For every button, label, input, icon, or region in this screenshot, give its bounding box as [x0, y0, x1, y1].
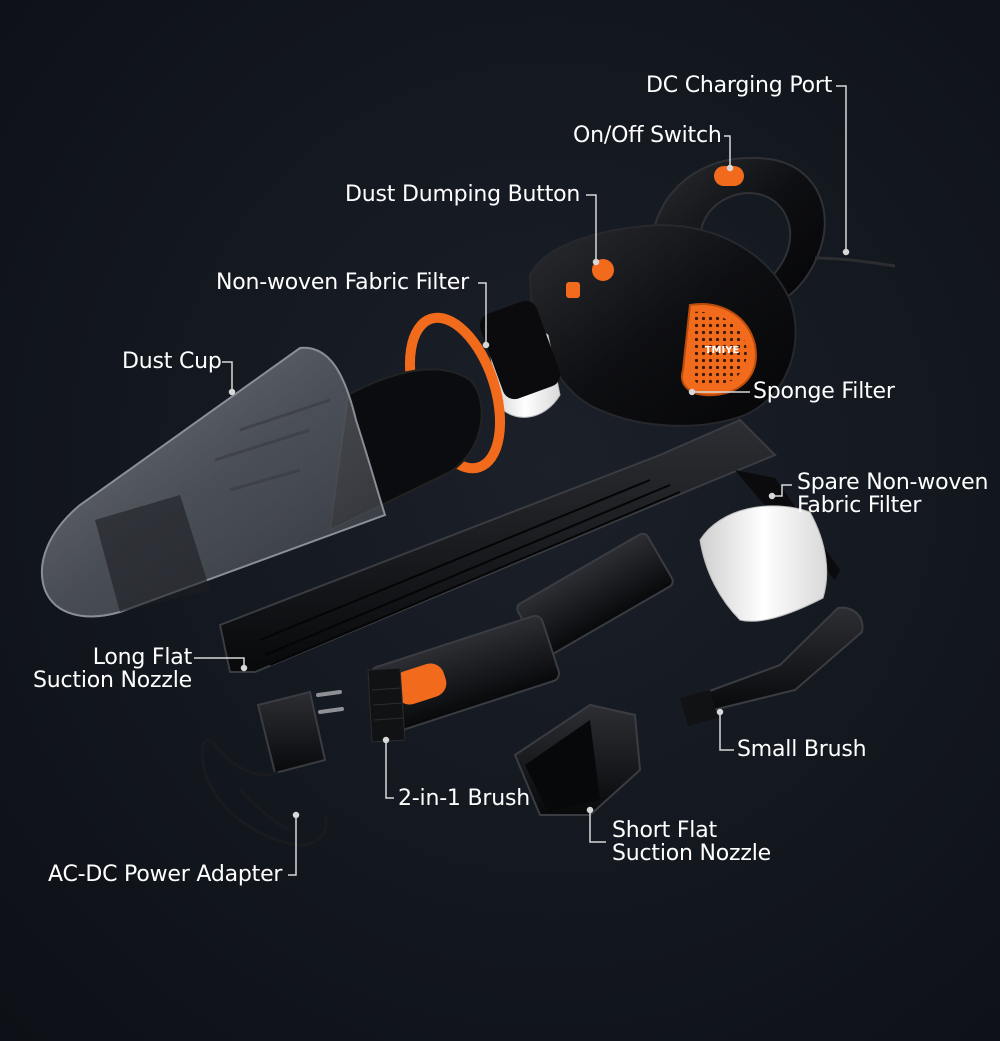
- two-in-one-brush-tool: [367, 532, 674, 743]
- leader-dc-port: [836, 85, 847, 252]
- label-ac-dc-adapter: AC-DC Power Adapter: [48, 862, 283, 887]
- ac-dc-power-adapter: [200, 690, 344, 847]
- leader-long-nozzle: [194, 657, 245, 668]
- label-on-off-switch: On/Off Switch: [573, 123, 722, 148]
- vacuum-main-body: TMIYE: [528, 156, 896, 427]
- label-2in1-brush: 2-in-1 Brush: [398, 786, 531, 811]
- leader-dust-button: [586, 194, 597, 262]
- leader-2in1-brush: [385, 740, 394, 799]
- long-flat-suction-nozzle: [218, 418, 777, 673]
- leader-lines: [194, 85, 850, 876]
- leader-spare-filter: [772, 484, 792, 497]
- label-dust-dumping-button: Dust Dumping Button: [345, 182, 581, 207]
- label-sponge-filter: Sponge Filter: [753, 379, 895, 404]
- short-flat-suction-nozzle: [513, 703, 642, 816]
- charging-cable: [814, 256, 896, 268]
- leader-dust-cup: [222, 361, 233, 392]
- label-non-woven-fabric-filter: Non-woven Fabric Filter: [216, 270, 469, 295]
- spare-non-woven-fabric-filter: [699, 470, 840, 622]
- leader-switch: [724, 135, 731, 168]
- brand-mark: TMIYE: [705, 345, 740, 356]
- small-brush-tool: [680, 606, 864, 726]
- leader-non-woven-filter: [478, 282, 487, 345]
- leader-adapter: [288, 815, 297, 876]
- leader-small-brush: [719, 712, 734, 751]
- on-off-switch: [714, 166, 744, 186]
- label-small-brush: Small Brush: [737, 737, 867, 762]
- label-dust-cup: Dust Cup: [122, 349, 222, 374]
- leader-short-nozzle: [589, 810, 606, 843]
- label-dc-charging-port: DC Charging Port: [646, 73, 833, 98]
- dust-cup: [40, 346, 483, 618]
